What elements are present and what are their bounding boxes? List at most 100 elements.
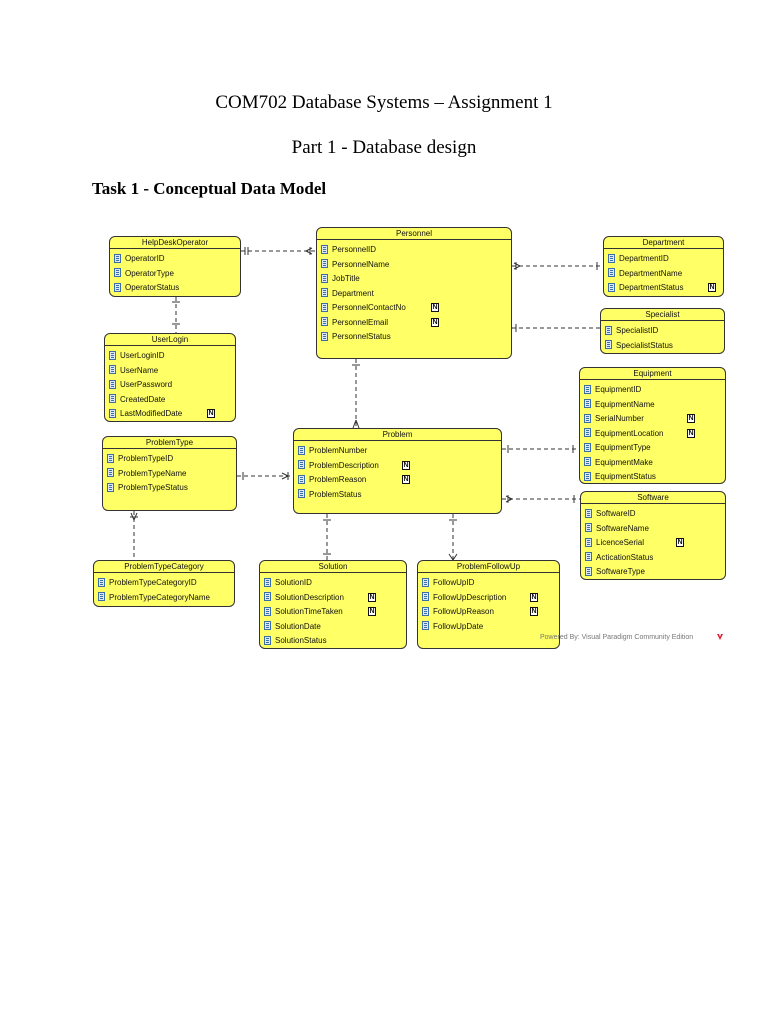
attribute-row: SpecialistStatus [605, 339, 720, 354]
entity-name: ProblemType [103, 437, 236, 449]
column-icon [109, 379, 116, 389]
column-icon [585, 566, 592, 576]
column-icon [422, 592, 429, 602]
column-icon [321, 244, 328, 254]
nullable-badge: N [431, 317, 439, 327]
attribute-row: CreatedDate [109, 393, 231, 408]
attribute-row: FollowUpDate [422, 620, 555, 635]
entity-name: Equipment [580, 368, 725, 380]
column-icon [321, 259, 328, 269]
column-icon [109, 408, 116, 418]
attribute-label: SoftwareName [596, 523, 649, 533]
attribute-row: DepartmentID [608, 252, 719, 267]
nullable-badge: N [402, 475, 410, 484]
column-icon [264, 592, 271, 602]
attribute-label: PersonnelID [332, 245, 377, 254]
column-icon [608, 282, 615, 292]
visual-paradigm-logo-icon [717, 634, 723, 640]
attribute-label: ProblemTypeStatus [118, 483, 188, 492]
attribute-row: SolutionStatus [264, 634, 402, 648]
nullable-badge: N [676, 538, 684, 547]
attribute-row: EquipmentID [584, 383, 721, 398]
attribute-label: SpecialistID [616, 326, 659, 335]
nullable-badge: N [207, 409, 215, 418]
attribute-label: FollowUpDate [433, 621, 484, 631]
attribute-row: DepartmentStatus N [608, 281, 719, 296]
column-icon [98, 592, 105, 602]
column-icon [114, 282, 121, 292]
nullable-badge: N [530, 607, 538, 616]
attribute-label: LicenceSerial [596, 538, 645, 547]
column-icon [107, 482, 114, 492]
entity-name: Solution [260, 561, 406, 573]
column-icon [321, 273, 328, 283]
entity-name: Personnel [317, 228, 511, 240]
attribute-row: UserName [109, 364, 231, 379]
attribute-row: PersonnelID [321, 243, 507, 258]
column-icon [264, 635, 271, 645]
column-icon [298, 460, 305, 470]
attribute-row: ProblemStatus [298, 488, 497, 503]
column-icon [585, 552, 592, 562]
attribute-label: PersonnelName [332, 259, 390, 269]
attribute-row: EquipmentType [584, 441, 721, 456]
attribute-label: ProblemTypeID [118, 454, 174, 463]
attribute-label: OperatorType [125, 268, 174, 278]
attribute-label: ProblemNumber [309, 446, 368, 455]
attribute-row: LicenceSerial N [585, 536, 721, 551]
attribute-row: UserLoginID [109, 349, 231, 364]
attribute-row: EquipmentName [584, 398, 721, 413]
attribute-label: FollowUpDescription [433, 592, 507, 602]
attribute-row: SoftwareID [585, 507, 721, 522]
attribute-row: ProblemNumber [298, 444, 497, 459]
attribute-row: UserPassword [109, 378, 231, 393]
attribute-row: ActicationStatus [585, 551, 721, 566]
attribute-label: UserLoginID [120, 351, 165, 360]
attribute-row: ProblemTypeStatus [107, 481, 232, 496]
attribute-label: UserPassword [120, 380, 173, 389]
attribute-label: DepartmentID [619, 254, 669, 263]
column-icon [109, 394, 116, 404]
entity-name: ProblemTypeCategory [94, 561, 234, 573]
document-subtitle: Part 1 - Database design [291, 137, 477, 158]
entity-name: Department [604, 237, 723, 249]
attribute-label: ProblemTypeCategoryID [109, 578, 197, 587]
attribute-label: EquipmentMake [595, 457, 653, 467]
column-icon [321, 288, 328, 298]
column-icon [585, 508, 592, 518]
column-icon [605, 340, 612, 350]
column-icon [584, 442, 591, 452]
nullable-badge: N [687, 414, 695, 423]
attribute-row: ProblemDescription N [298, 459, 497, 474]
attribute-row: PersonnelName [321, 258, 507, 273]
attribute-label: LastModifiedDate [120, 409, 183, 418]
column-icon [584, 471, 591, 481]
column-icon [264, 621, 271, 631]
entity-name: Problem [294, 429, 501, 441]
attribute-row: EquipmentMake [584, 456, 721, 471]
attribute-label: SoftwareType [596, 567, 645, 576]
column-icon [114, 253, 121, 263]
attribute-row: OperatorID [114, 252, 236, 267]
attribute-row: SolutionID [264, 576, 402, 591]
attribute-label: DepartmentStatus [619, 283, 684, 292]
attribute-label: ProblemTypeCategoryName [109, 592, 210, 602]
powered-by-footer: Powered By: Visual Paradigm Community Ed… [540, 634, 694, 641]
attribute-row: ProblemTypeID [107, 452, 232, 467]
attribute-label: SolutionTimeTaken [275, 607, 343, 616]
column-icon [321, 302, 328, 312]
attribute-label: SerialNumber [595, 414, 644, 423]
attribute-row: SoftwareType [585, 565, 721, 579]
nullable-badge: N [708, 283, 716, 292]
attribute-label: SoftwareID [596, 509, 636, 518]
nullable-badge: N [402, 460, 410, 470]
attribute-label: ProblemDescription [309, 460, 379, 470]
